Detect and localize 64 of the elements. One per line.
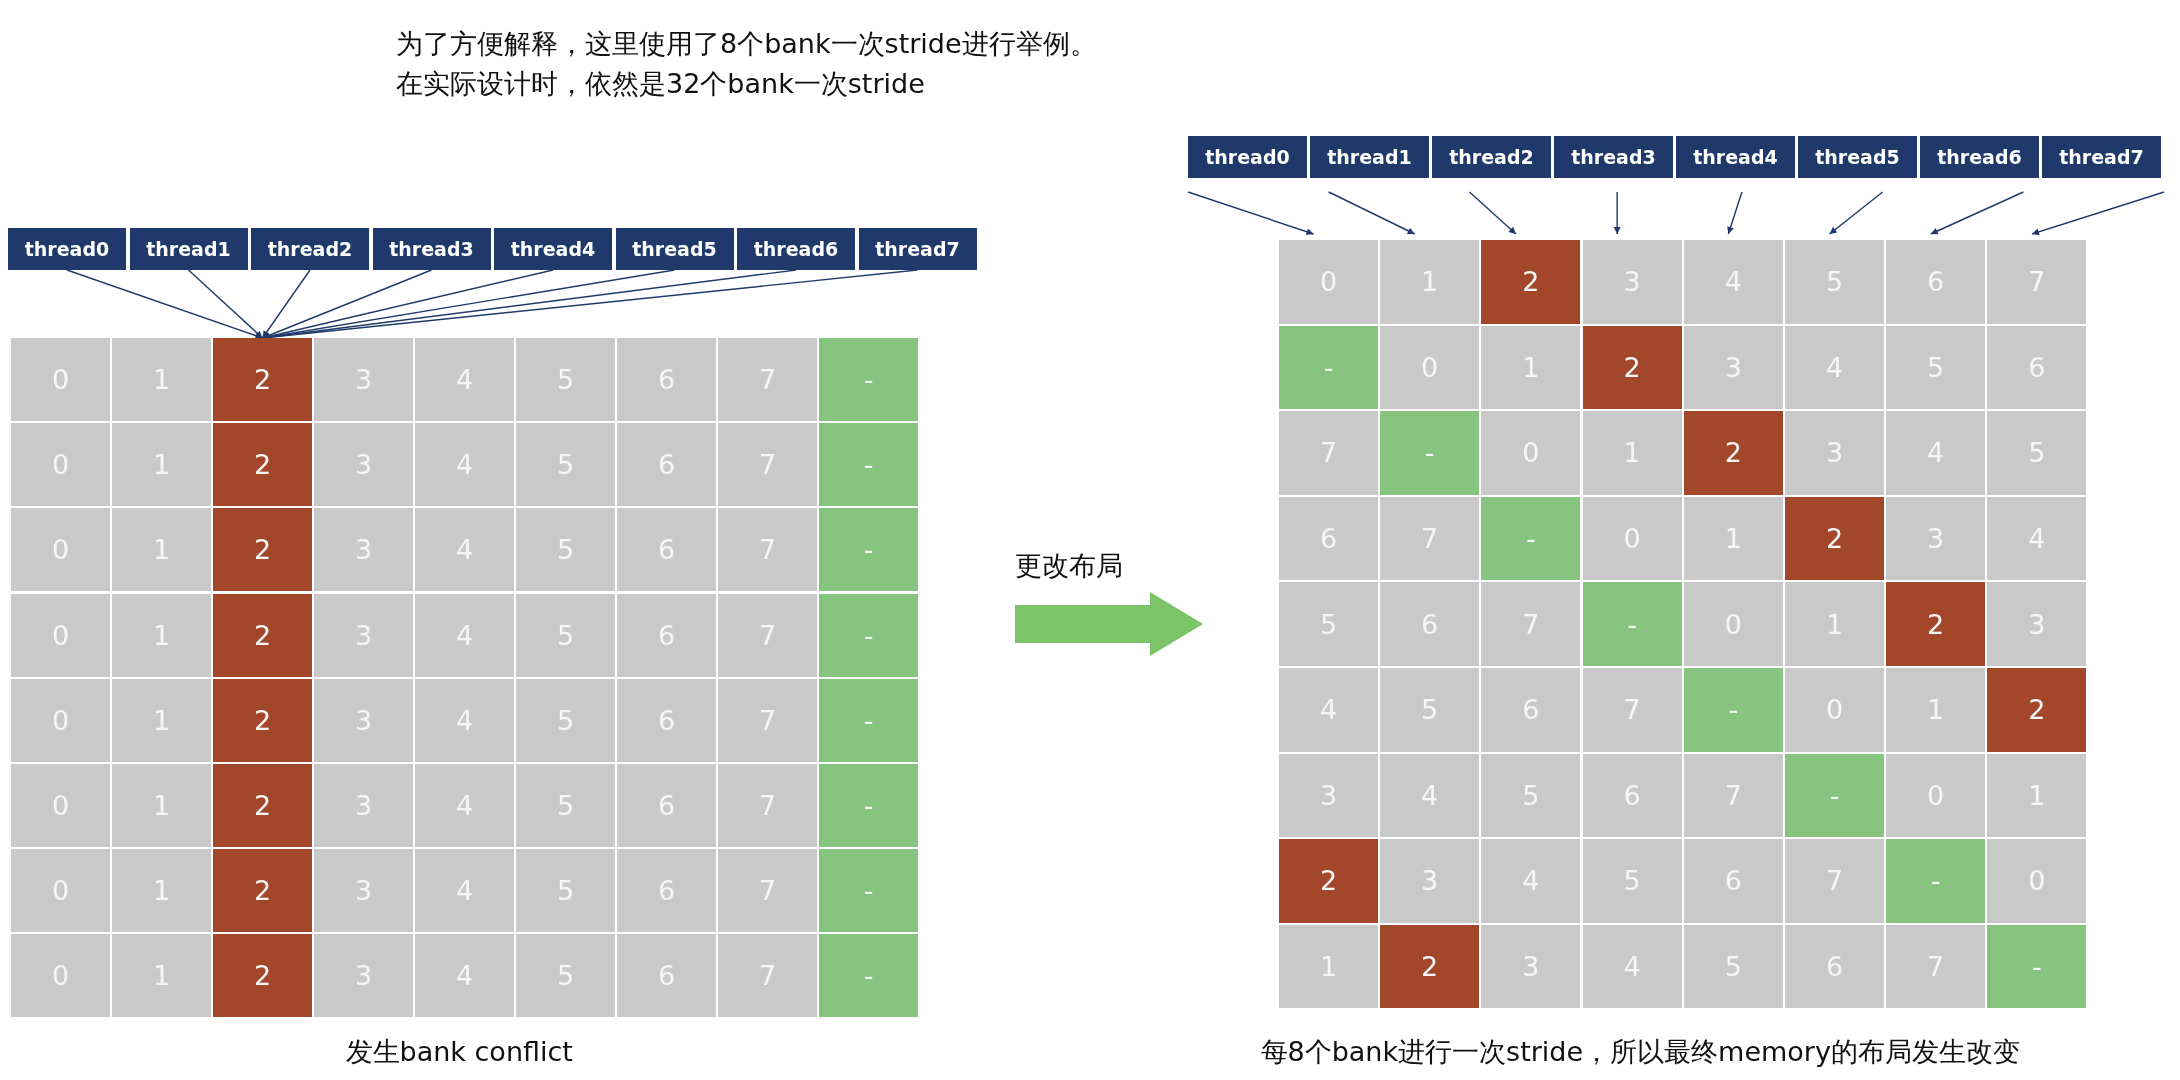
arrow <box>1613 191 1621 235</box>
thread-box: thread3 <box>1554 136 1673 178</box>
arrow <box>2031 191 2165 236</box>
arrow <box>187 269 264 339</box>
memory-cell: 2 <box>213 338 312 421</box>
memory-cell: - <box>1886 839 1986 923</box>
memory-cell: 2 <box>1582 325 1682 410</box>
memory-cell: 2 <box>213 508 312 592</box>
arrow <box>1468 191 1517 235</box>
memory-cell: 2 <box>213 764 312 847</box>
memory-cell: - <box>1582 582 1682 666</box>
memory-cell: 2 <box>213 934 312 1018</box>
memory-cell: 2 <box>1380 924 1480 1009</box>
note-text: 为了方便解释，这里使用了8个bank一次stride进行举例。 <box>396 27 1097 61</box>
memory-cell: - <box>1380 411 1480 495</box>
memory-cell: 2 <box>1785 496 1884 581</box>
thread-box: thread1 <box>129 228 248 270</box>
arrow <box>1328 191 1416 235</box>
caption: 每8个bank进行一次stride，所以最终memory的布局发生改变 <box>1260 1035 2020 1069</box>
thread-box: thread5 <box>615 228 734 270</box>
memory-cell: - <box>819 934 918 1018</box>
memory-cell: - <box>819 849 918 933</box>
thread-box: thread6 <box>1920 136 2039 178</box>
memory-cell: - <box>819 764 918 847</box>
thread-box: thread7 <box>2042 136 2161 178</box>
memory-cell: 2 <box>1987 668 2087 752</box>
caption: 发生bank conflict <box>345 1035 573 1069</box>
memory-cell: 2 <box>213 423 312 507</box>
thread-box: thread3 <box>372 228 491 270</box>
thread-box: thread2 <box>251 228 369 270</box>
thread-box: thread0 <box>8 228 126 270</box>
thread-box: thread1 <box>1310 136 1429 178</box>
memory-cell: 2 <box>213 593 312 677</box>
memory-cell: - <box>1987 924 2087 1009</box>
memory-cell: - <box>1785 753 1884 838</box>
thread-box: thread7 <box>858 228 977 270</box>
arrow <box>1930 191 2025 235</box>
memory-cell: 2 <box>1279 839 1378 923</box>
arrow <box>1187 191 1315 236</box>
thread-box: thread6 <box>737 228 855 270</box>
note-text: 在实际设计时，依然是32个bank一次stride <box>396 67 925 101</box>
arrow-label: 更改布局 <box>1015 549 1123 583</box>
thread-box: thread4 <box>1676 136 1795 178</box>
memory-cell: 2 <box>1481 240 1581 324</box>
memory-cell: 2 <box>1886 582 1986 666</box>
memory-cell: - <box>819 508 918 592</box>
memory-cell: - <box>819 593 918 677</box>
memory-cell: 2 <box>1683 411 1783 495</box>
thread-box: thread2 <box>1432 136 1551 178</box>
memory-cell: - <box>819 423 918 507</box>
memory-cell: - <box>819 338 918 421</box>
thread-box: thread4 <box>494 228 612 270</box>
memory-cell: - <box>1279 325 1378 410</box>
thread-box: thread5 <box>1798 136 1917 178</box>
arrow <box>261 269 311 339</box>
thread-box: thread0 <box>1188 136 1307 178</box>
memory-cell: 2 <box>213 849 312 933</box>
memory-cell: - <box>1481 496 1581 581</box>
memory-cell: - <box>819 678 918 762</box>
memory-cell: 2 <box>213 678 312 762</box>
arrow <box>1727 191 1743 235</box>
memory-cell: - <box>1683 668 1783 752</box>
arrow <box>1828 191 1884 235</box>
arrow <box>66 269 264 339</box>
